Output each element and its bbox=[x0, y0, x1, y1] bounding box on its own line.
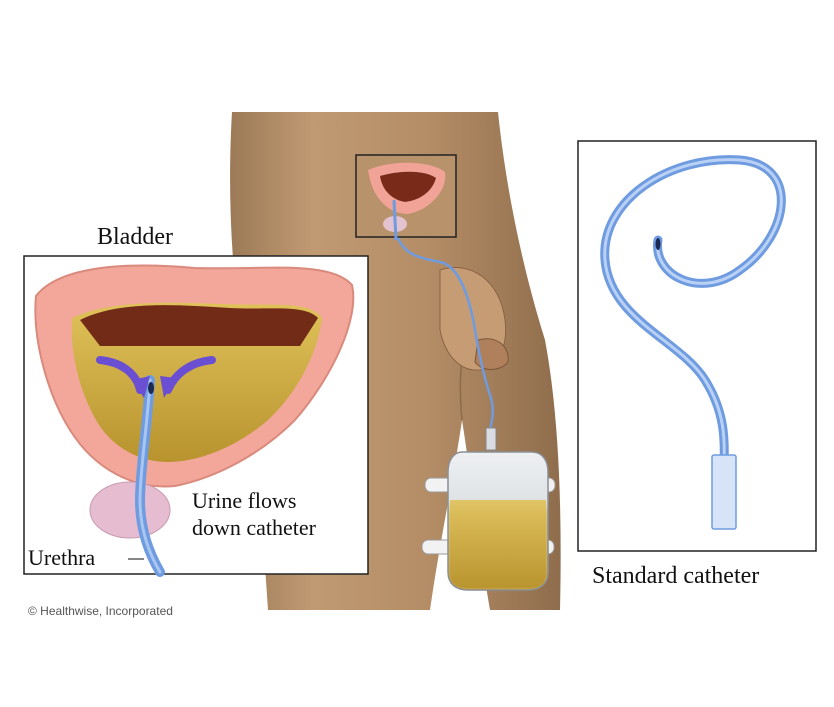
standard-catheter-panel bbox=[578, 141, 816, 551]
urine-flows-label-line2: down catheter bbox=[192, 515, 316, 541]
urine-flows-label-line1: Urine flows bbox=[192, 488, 296, 514]
standard-catheter-label: Standard catheter bbox=[592, 563, 759, 590]
bladder-label: Bladder bbox=[97, 224, 173, 251]
urethra-label: Urethra bbox=[28, 545, 95, 571]
body-bladder-inset bbox=[356, 155, 456, 240]
copyright-credit: © Healthwise, Incorporated bbox=[28, 604, 173, 618]
